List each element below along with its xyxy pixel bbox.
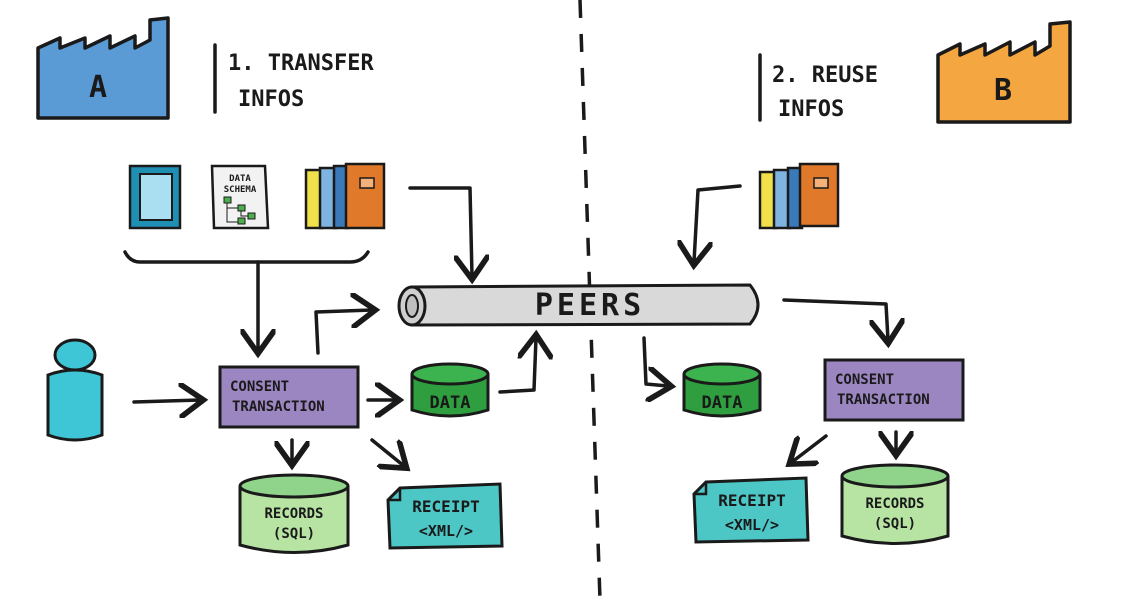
consent-right-line1: CONSENT [835,372,894,388]
receipt-left-line2: <XML/> [419,522,473,540]
person-icon [46,338,104,442]
receipt-right-line1: RECEIPT [718,491,785,510]
book-icon [128,164,182,230]
consent-transaction-right: CONSENT TRANSACTION [823,358,965,422]
arrow-consent-to-receipt-right [792,434,828,462]
arrow-binders-to-pipe-left [408,186,472,276]
binders-icon-right [758,162,840,230]
left-step-title-line2: INFOS [238,87,304,112]
arrow-person-to-consent [132,400,200,402]
docs-bracket [123,250,370,264]
schema-label-line1: DATA [229,174,251,184]
arrow-data-to-pipe-left [498,338,536,394]
receipt-document-right: RECEIPT <XML/> [692,476,810,544]
arrow-pipe-to-data-right [642,336,668,386]
binders-icon-left [304,162,386,230]
arrow-consent-to-pipe-left [314,310,372,355]
data-cylinder-right: DATA [682,362,762,418]
factory-b-icon [936,20,1072,124]
receipt-document-left: RECEIPT <XML/> [386,482,504,550]
records-cylinder-right: RECORDS (SQL) [840,463,950,545]
factory-b: B [936,20,1072,124]
records-left-line2: (SQL) [273,526,315,542]
factory-b-label: B [994,73,1012,108]
factory-a: A [36,16,170,120]
consent-left-line1: CONSENT [230,379,289,395]
consent-left-line2: TRANSACTION [232,399,325,415]
data-cylinder-left: DATA [410,362,490,418]
right-step-title-line1: 2. REUSE [772,63,878,88]
factory-a-icon [36,16,170,120]
peers-pipe: PEERS [397,283,760,327]
consent-right-line2: TRANSACTION [837,392,930,408]
records-right-line2: (SQL) [874,516,916,532]
data-right-label: DATA [702,393,743,413]
receipt-left-line1: RECEIPT [412,497,479,516]
receipt-right-line2: <XML/> [725,516,779,534]
factory-a-label: A [89,70,107,105]
left-step-title-line1: 1. TRANSFER [228,51,374,76]
schema-label-line2: SCHEMA [224,185,257,195]
right-step-title-line2: INFOS [778,97,844,122]
data-left-label: DATA [430,393,471,413]
arrow-consent-to-receipt-left [370,438,404,466]
records-right-line1: RECORDS [865,496,924,512]
data-schema-document-icon: DATA SCHEMA [210,164,270,230]
consent-transaction-left: CONSENT TRANSACTION [218,365,360,429]
pipe-label: PEERS [535,288,645,323]
arrow-pipe-to-consent-right [782,298,888,340]
records-left-line1: RECORDS [264,506,323,522]
records-cylinder-left: RECORDS (SQL) [238,473,350,554]
arrow-binders-to-pipe-right [694,184,742,262]
